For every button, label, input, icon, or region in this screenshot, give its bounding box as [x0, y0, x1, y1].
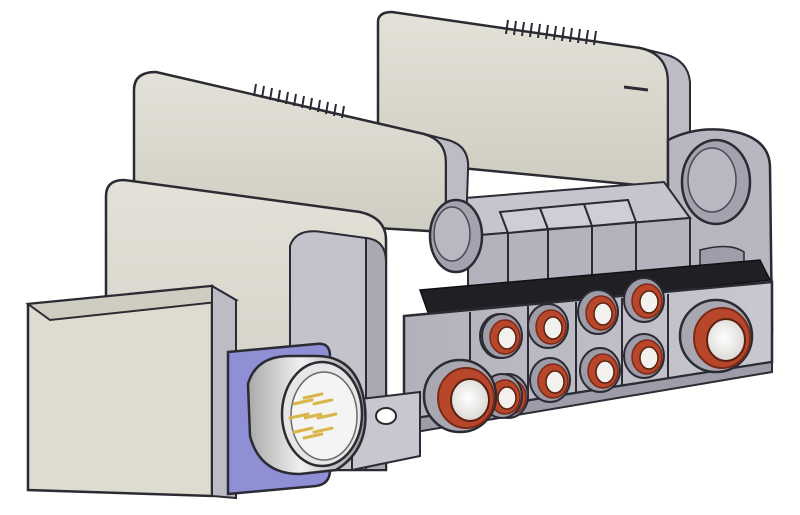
housing-vent-slots [253, 83, 345, 119]
rear-indicator-mark [623, 85, 649, 92]
fitting-port [577, 289, 619, 335]
fitting-port [481, 313, 523, 359]
connector-pin [292, 426, 314, 434]
connector-pin [312, 398, 334, 406]
round-connector [246, 354, 367, 476]
connector-pin [302, 392, 324, 400]
large-port-left [422, 358, 498, 434]
connector-pins [288, 392, 338, 440]
connector-pin [312, 426, 334, 434]
fitting-port [527, 303, 569, 349]
fitting-port [529, 357, 571, 403]
connector-pin [316, 412, 338, 420]
connector-pin-center [303, 412, 323, 420]
fitting-port [623, 277, 665, 323]
fitting-port [481, 373, 523, 419]
connector-housing [25, 284, 240, 500]
fitting-ports [479, 277, 665, 419]
connector-pin [288, 412, 310, 420]
connector-pin [292, 398, 314, 406]
mounting-hole [375, 407, 397, 425]
fitting-port [623, 333, 665, 379]
din-rail [418, 259, 772, 319]
large-port-right [678, 298, 754, 374]
connector-pin [302, 432, 324, 440]
fitting-port [579, 347, 621, 393]
rear-vent-slots [505, 19, 597, 46]
